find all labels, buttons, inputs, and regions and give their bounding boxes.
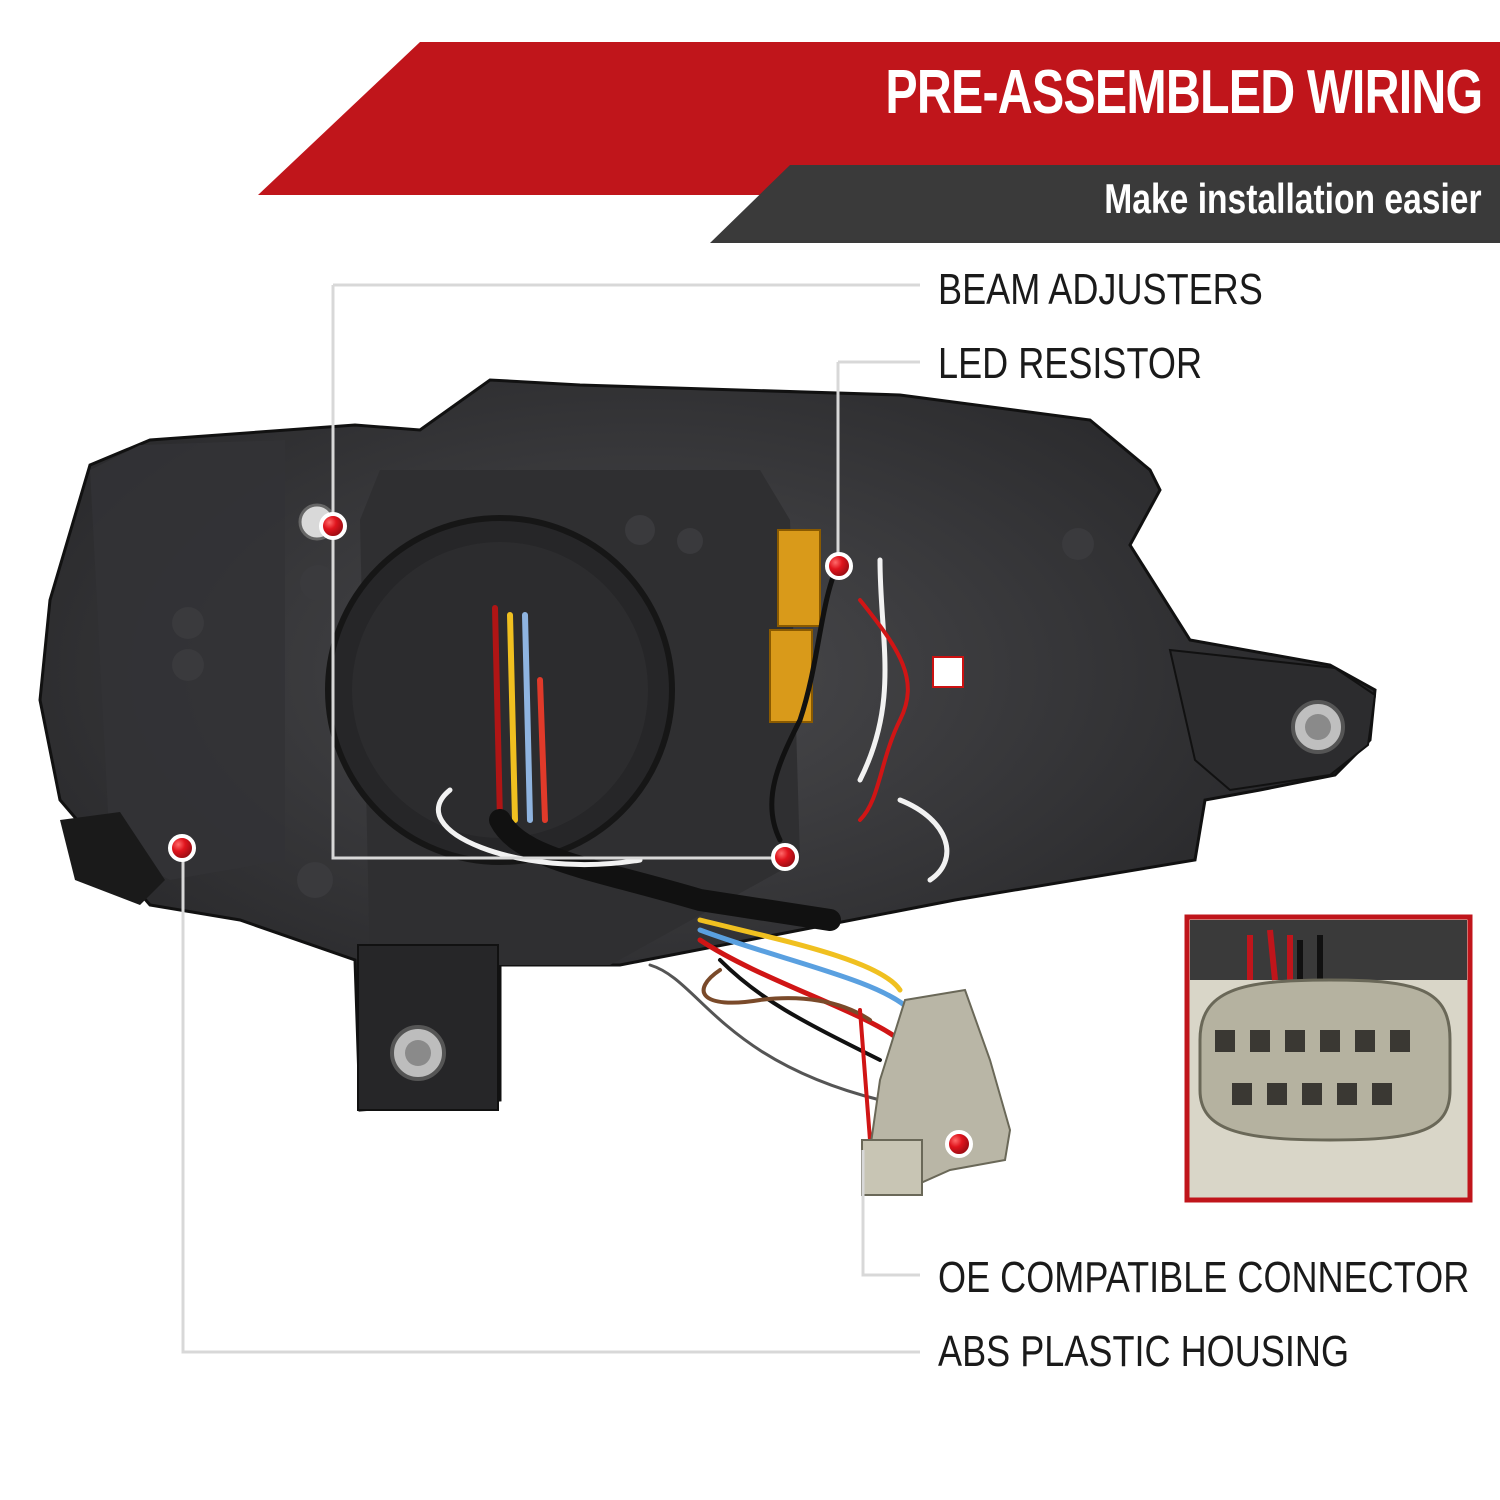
marker-beam-adjuster-upper	[319, 512, 347, 540]
leader-lines	[181, 283, 920, 1354]
callout-oe-connector: OE COMPATIBLE CONNECTOR	[938, 1253, 1470, 1302]
marker-abs-housing	[168, 834, 196, 862]
marker-oe-connector	[945, 1130, 973, 1158]
callout-abs-housing: ABS PLASTIC HOUSING	[938, 1327, 1350, 1376]
banner-red-band	[258, 42, 1500, 195]
callout-beam-adjusters: BEAM ADJUSTERS	[938, 265, 1263, 314]
headlight-housing	[38, 378, 1377, 1112]
callout-led-resistor: LED RESISTOR	[938, 339, 1203, 388]
marker-led-resistor	[825, 552, 853, 580]
connector-inset	[1184, 914, 1473, 1203]
banner-dark-band	[710, 165, 1500, 243]
banner-subtitle: Make installation easier	[1104, 175, 1482, 222]
wiring-harness	[435, 557, 950, 1142]
banner-title: PRE-ASSEMBLED WIRING	[885, 58, 1483, 127]
marker-beam-adjuster-lower	[771, 843, 799, 871]
oe-connector-plug	[861, 988, 1012, 1196]
